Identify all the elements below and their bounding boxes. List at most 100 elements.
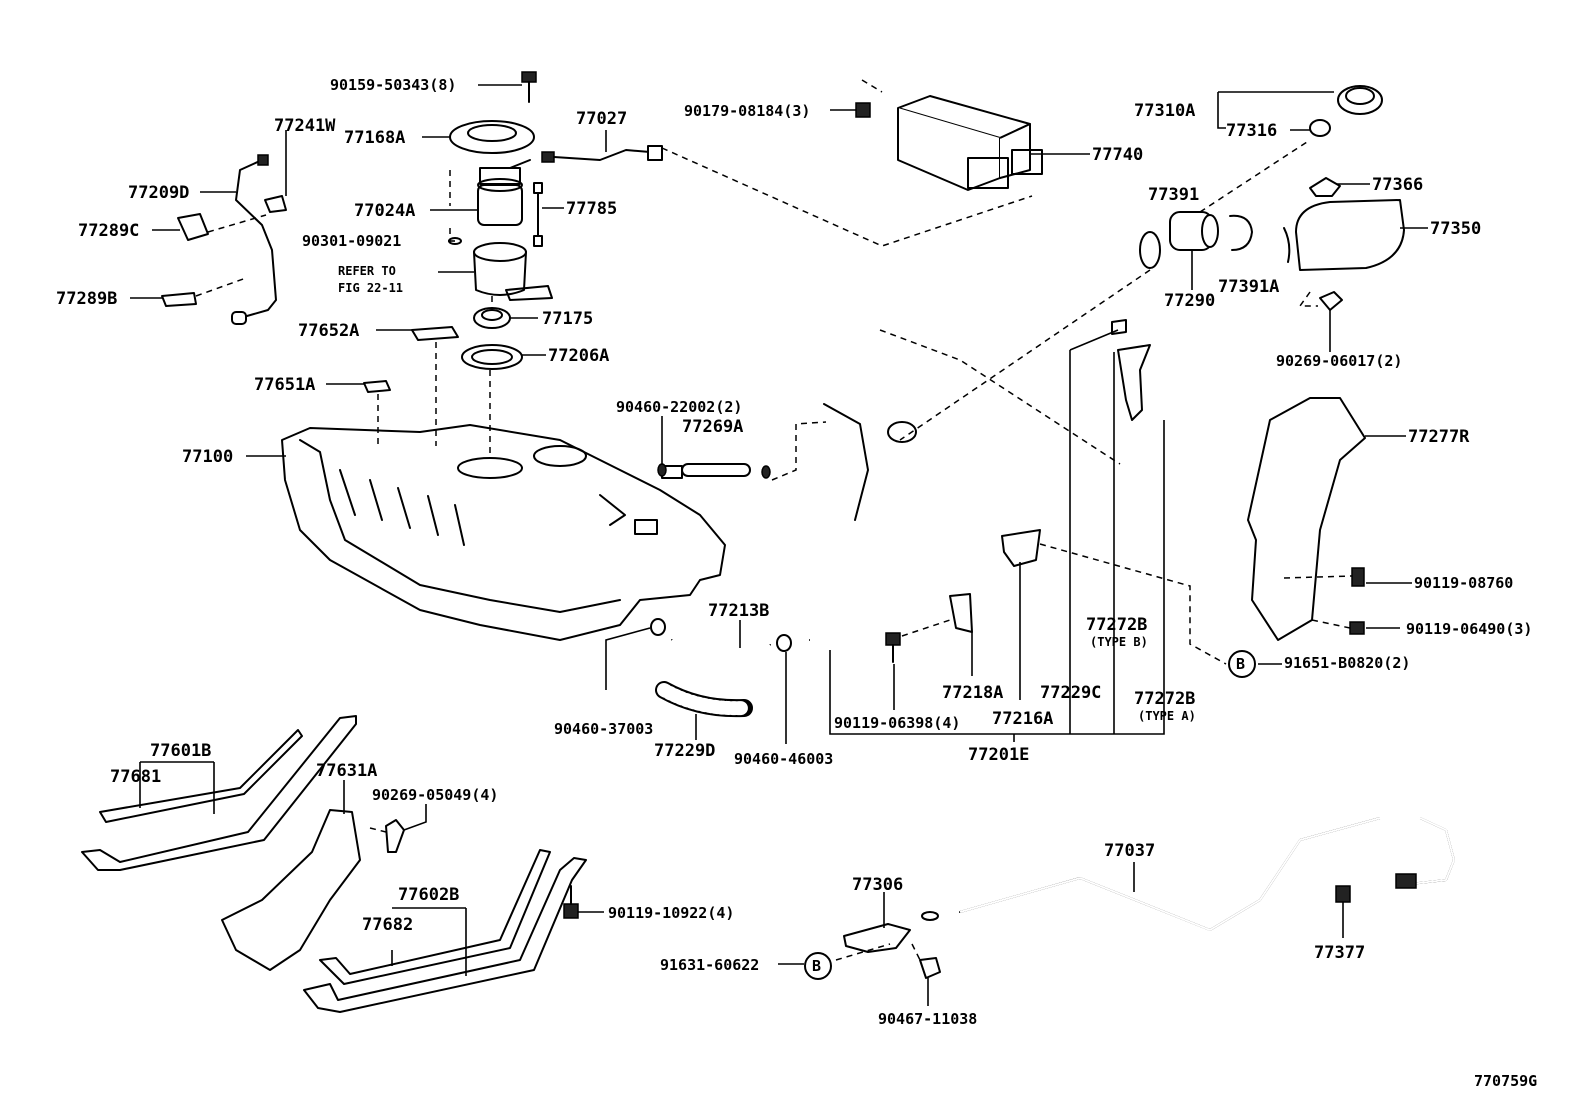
label-77216a: 77216A <box>992 709 1053 729</box>
label-90179: 90179-08184(3) <box>684 102 810 120</box>
clamp-77289c-drawing <box>177 213 209 241</box>
label-77316: 77316 <box>1226 121 1277 141</box>
label-77289c: 77289C <box>78 221 139 241</box>
clip-77241w-drawing <box>264 195 287 213</box>
label-77229d: 77229D <box>654 741 715 761</box>
label-77391: 77391 <box>1148 185 1199 205</box>
label-90460-37003: 90460-37003 <box>554 720 653 738</box>
label-77631a: 77631A <box>316 761 377 781</box>
filler-pipe-77201e-drawing <box>809 403 917 644</box>
label-77037: 77037 <box>1104 841 1155 861</box>
assembly-dashed-lines <box>195 79 1353 961</box>
bolt-90119-06490-drawing <box>1349 621 1365 635</box>
label-77350: 77350 <box>1430 219 1481 239</box>
label-91651: 91651-B0820(2) <box>1284 654 1410 672</box>
fuel-lid-77350-drawing <box>1295 199 1405 271</box>
tank-band-77602b-drawing <box>303 849 587 1013</box>
label-77377: 77377 <box>1314 943 1365 963</box>
bolt-90159-drawing <box>521 71 537 103</box>
label-77289b: 77289B <box>56 289 117 309</box>
label-77175: 77175 <box>542 309 593 329</box>
label-fig-22-11: FIG 22-11 <box>338 281 403 295</box>
fuel-tank-77100-drawing <box>281 424 726 641</box>
grommet-77377-drawing <box>1335 885 1351 903</box>
bolt-90119-08760-drawing <box>1351 567 1365 587</box>
tank-band-77601b-drawing <box>81 715 357 871</box>
label-90119-06398: 90119-06398(4) <box>834 714 960 732</box>
label-77602b: 77602B <box>398 885 459 905</box>
charcoal-canister-77740-drawing <box>897 95 1043 191</box>
vent-pipe-77209d-drawing <box>231 154 277 325</box>
label-90119-06490: 90119-06490(3) <box>1406 620 1532 638</box>
label-type-b: (TYPE B) <box>1090 635 1148 649</box>
fuel-pump-77024a-drawing <box>473 159 553 301</box>
label-90467: 90467-11038 <box>878 1010 977 1028</box>
callout-b-text: B <box>812 957 821 975</box>
cap-77175-drawing <box>473 307 511 329</box>
label-77306: 77306 <box>852 875 903 895</box>
label-90460-22002: 90460-22002(2) <box>616 398 742 416</box>
label-77229c: 77229C <box>1040 683 1101 703</box>
part-labels: 90159-50343(8) 77241W 77168A 77209D 7728… <box>56 76 1537 1090</box>
label-77366: 77366 <box>1372 175 1423 195</box>
clamp-77289b-drawing <box>161 292 197 307</box>
leader-lines <box>130 84 1428 1006</box>
label-77100: 77100 <box>182 447 233 467</box>
lever-77306-drawing <box>843 923 911 953</box>
label-77651a: 77651A <box>254 375 315 395</box>
filler-neck-77290-drawing <box>1139 211 1253 269</box>
bracket-77218a-drawing <box>949 593 973 633</box>
label-77024a: 77024A <box>354 201 415 221</box>
label-77391a: 77391A <box>1218 277 1279 297</box>
hinge-77366-drawing <box>1309 177 1341 197</box>
clip-90467-11038-drawing <box>919 957 941 979</box>
label-77277r: 77277R <box>1408 427 1470 447</box>
label-77785: 77785 <box>566 199 617 219</box>
label-77652a: 77652A <box>298 321 359 341</box>
label-refer-to: REFER TO <box>338 264 396 278</box>
label-77209d: 77209D <box>128 183 189 203</box>
label-77241w: 77241W <box>274 116 336 136</box>
label-90159: 90159-50343(8) <box>330 76 456 94</box>
retainer-ring-77168a-drawing <box>449 120 535 154</box>
label-90119-08760: 90119-08760 <box>1414 574 1513 592</box>
bracket-77216a-drawing <box>1001 529 1041 567</box>
label-77168a: 77168A <box>344 128 405 148</box>
label-77201e: 77201E <box>968 745 1029 765</box>
bracket-77272b-type-a-drawing <box>1117 344 1151 421</box>
protector-77631a-drawing <box>221 809 361 971</box>
label-90269-06017: 90269-06017(2) <box>1276 352 1402 370</box>
label-77218a: 77218A <box>942 683 1003 703</box>
label-77027: 77027 <box>576 109 627 129</box>
label-77682: 77682 <box>362 915 413 935</box>
clip-90269-05049-drawing <box>385 819 405 853</box>
label-90301: 90301-09021 <box>302 232 401 250</box>
fuel-cap-77310a-drawing <box>1309 85 1383 137</box>
label-91631: 91631-60622 <box>660 956 759 974</box>
label-77681: 77681 <box>110 767 161 787</box>
label-77310a: 77310A <box>1134 101 1195 121</box>
label-77269a: 77269A <box>682 417 743 437</box>
plate-77652a-drawing <box>411 326 459 341</box>
label-90269-05049: 90269-05049(4) <box>372 786 498 804</box>
callout-b-circle <box>1228 650 1256 678</box>
diagram-id: 770759G <box>1474 1072 1537 1090</box>
callout-b-text: B <box>1236 655 1245 673</box>
clip-90460-46003-drawing <box>776 634 792 652</box>
plate-77651a-drawing <box>363 380 391 393</box>
clip-90269-06017-drawing <box>1319 291 1343 311</box>
wire-77785-drawing <box>533 182 543 247</box>
label-77272b-type-b: 77272B <box>1086 615 1147 635</box>
label-77601b: 77601B <box>150 741 211 761</box>
label-77213b: 77213B <box>708 601 769 621</box>
label-90119-10922: 90119-10922(4) <box>608 904 734 922</box>
label-90460-46003: 90460-46003 <box>734 750 833 768</box>
wire-harness-77027-drawing <box>541 145 663 163</box>
release-cable-77037-drawing <box>921 817 1456 932</box>
label-77272b-type-a: 77272B <box>1134 689 1195 709</box>
label-77290: 77290 <box>1164 291 1215 311</box>
label-77740: 77740 <box>1092 145 1143 165</box>
bolt-90119-10922-drawing <box>563 885 579 919</box>
hose-77269a-drawing <box>657 463 771 479</box>
grommet-90179-drawing <box>855 102 871 118</box>
